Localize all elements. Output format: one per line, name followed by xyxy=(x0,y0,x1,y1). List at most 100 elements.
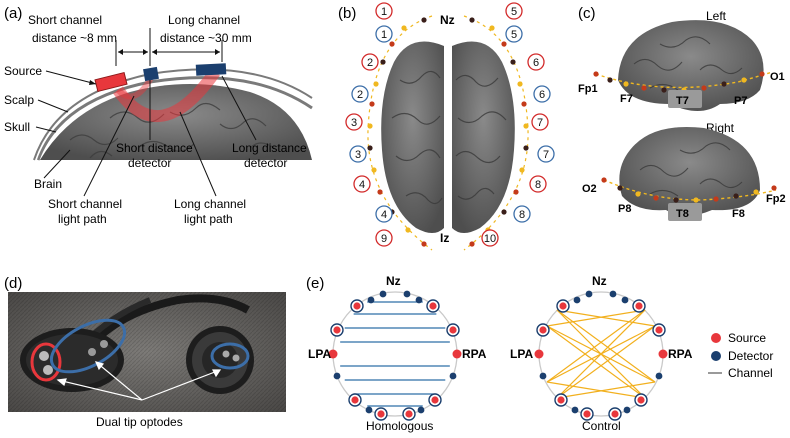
panel-e-homologous-rpa: RPA xyxy=(462,347,487,361)
panel-d-letter: (d) xyxy=(4,275,22,292)
detector-optode xyxy=(333,372,341,380)
panel-b-nz: Nz xyxy=(440,13,455,27)
panel-c-left-brain xyxy=(618,20,764,112)
panel-b-source-label: 1 xyxy=(375,2,393,20)
panel-d: (d) Dual tip optodes xyxy=(4,275,286,429)
channel-line xyxy=(546,325,646,399)
svg-text:10: 10 xyxy=(484,233,496,245)
panel-b-brain-folds xyxy=(391,70,507,205)
panel-a-source-label: Source xyxy=(4,64,42,78)
svg-text:8: 8 xyxy=(519,209,525,221)
panel-c-left-brain-folds xyxy=(633,36,743,91)
panel-d-caption: Dual tip optodes xyxy=(96,415,183,429)
channel-line xyxy=(556,309,656,383)
detector-optode xyxy=(379,290,387,298)
panel-a-scalp-label: Scalp xyxy=(4,93,34,107)
panel-c-p8: P8 xyxy=(618,203,631,215)
panel-a-long-channel-label: Long channel xyxy=(168,13,240,27)
panel-a-short-detector-label-2: detector xyxy=(128,156,171,170)
homologous-diagram xyxy=(328,290,462,421)
source-optode xyxy=(611,410,619,418)
panel-c-right-brain xyxy=(619,126,760,216)
channel-line xyxy=(556,309,656,327)
source-optode xyxy=(539,326,547,334)
panel-a-short-path-label-1: Short channel xyxy=(48,197,122,211)
svg-text:5: 5 xyxy=(511,6,517,18)
panel-b-optodes xyxy=(367,17,529,247)
panel-b-detector-label: 1 xyxy=(375,25,393,43)
panel-b-source-label: 8 xyxy=(529,175,547,193)
detector-optode xyxy=(621,296,629,304)
panel-e-control-label: Control xyxy=(582,419,621,433)
panel-a-short-light-path xyxy=(115,74,155,100)
channel-line xyxy=(546,381,646,399)
panel-b-optode-arc-right xyxy=(463,15,529,251)
detector-optode xyxy=(609,290,617,298)
detector-optode xyxy=(417,406,425,414)
panel-b-source-label: 9 xyxy=(375,229,393,247)
source-optode xyxy=(351,396,359,404)
source-optode xyxy=(637,396,645,404)
source-optode xyxy=(559,302,567,310)
panel-e-legend: Source Detector Channel xyxy=(708,331,773,380)
panel-d-left-red-ring xyxy=(30,342,62,382)
panel-c-t7: T7 xyxy=(676,95,689,107)
panel-c-f8: F8 xyxy=(732,208,745,220)
panel-c: (c) Left Right T7 Fp1 F7 P7 O1 xyxy=(578,5,786,221)
panel-b-detector-label: 4 xyxy=(375,205,393,223)
source-optode xyxy=(405,410,413,418)
panel-c-left-optodes xyxy=(593,71,765,93)
legend-detector-label: Detector xyxy=(728,349,773,363)
panel-a-short-detector-label-1: Short distance xyxy=(116,141,193,155)
panel-b-source-label: 6 xyxy=(527,53,545,71)
panel-a-long-detector xyxy=(195,63,227,76)
source-optode xyxy=(655,326,663,334)
panel-b-letter: (b) xyxy=(338,5,356,22)
panel-b-detector-label: 7 xyxy=(537,145,555,163)
legend-channel-label: Channel xyxy=(728,366,773,380)
source-optode xyxy=(557,396,565,404)
panel-c-f7: F7 xyxy=(620,93,633,105)
svg-text:6: 6 xyxy=(539,89,545,101)
channel-line xyxy=(556,325,656,399)
legend-source-marker xyxy=(711,333,721,343)
panel-a-source xyxy=(94,71,128,93)
panel-e-homologous-lpa: LPA xyxy=(308,347,331,361)
svg-text:4: 4 xyxy=(381,209,387,221)
source-optode xyxy=(431,396,439,404)
panel-a-short-path-label-2: light path xyxy=(58,212,107,226)
detector-optode xyxy=(585,290,593,298)
source-optode xyxy=(635,302,643,310)
panel-a-long-distance-label: distance ~30 mm xyxy=(160,31,252,45)
panel-e-homologous-label: Homologous xyxy=(366,419,433,433)
detector-optode xyxy=(655,372,663,380)
svg-text:3: 3 xyxy=(351,117,357,129)
panel-b-source-label: 2 xyxy=(361,53,379,71)
svg-text:2: 2 xyxy=(357,89,363,101)
panel-a-short-channel-label: Short channel xyxy=(28,13,102,27)
lpa-marker xyxy=(328,349,338,359)
panel-c-right-brain-folds xyxy=(639,142,743,197)
panel-d-right-blue-ring xyxy=(210,342,250,370)
svg-text:9: 9 xyxy=(381,233,387,245)
channel-line xyxy=(546,309,646,383)
panel-c-fp1: Fp1 xyxy=(578,83,598,95)
panel-a-short-detector xyxy=(143,66,159,82)
panel-b-right-hemisphere xyxy=(452,41,515,233)
panel-c-right-optodes xyxy=(601,177,777,203)
panel-a-long-light-path xyxy=(113,68,220,122)
panel-b-detector-label: 2 xyxy=(351,85,369,103)
panel-a-long-path-label-2: light path xyxy=(184,212,233,226)
svg-text:7: 7 xyxy=(543,149,549,161)
rpa-marker xyxy=(658,349,668,359)
panel-a-brain-shape xyxy=(40,84,312,160)
panel-b-source-label: 7 xyxy=(531,113,549,131)
svg-text:1: 1 xyxy=(381,29,387,41)
panel-b-iz: Iz xyxy=(440,231,449,245)
source-optode xyxy=(429,302,437,310)
control-diagram xyxy=(534,290,668,421)
svg-text:6: 6 xyxy=(533,57,539,69)
rpa-marker xyxy=(452,349,462,359)
